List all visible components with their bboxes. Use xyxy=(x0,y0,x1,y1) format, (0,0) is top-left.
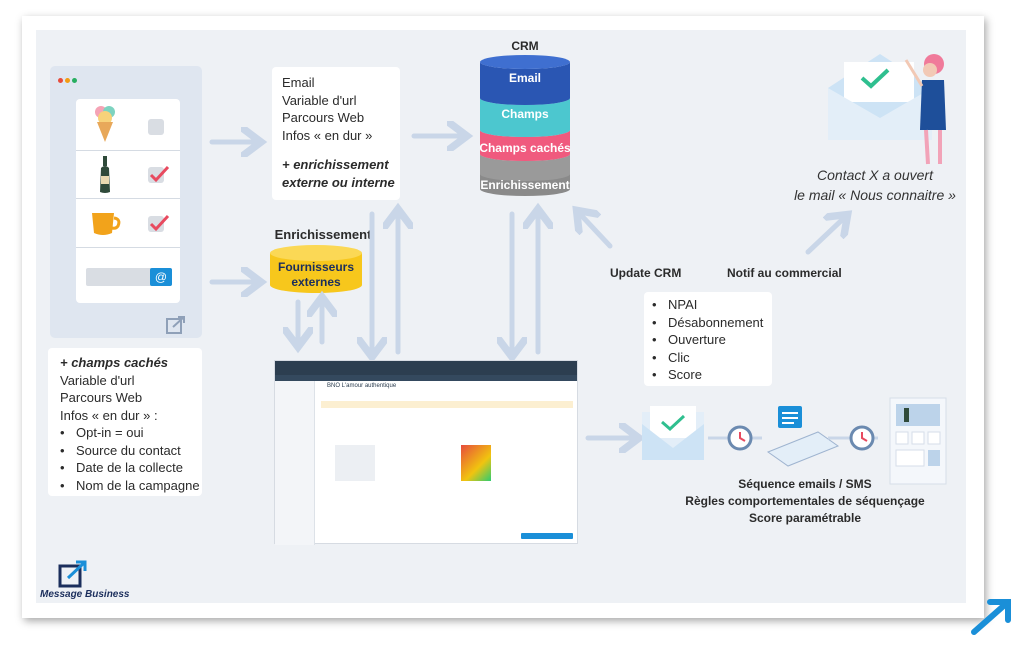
wine-bottle-icon xyxy=(100,156,110,193)
at-sign-icon: @ xyxy=(150,268,172,286)
data-source-item: Variable d'url xyxy=(282,92,357,108)
list-item: Score xyxy=(652,366,763,384)
notif-commercial: Notif au commercial xyxy=(727,266,842,280)
extra-field: Variable d'url xyxy=(60,372,135,388)
list-item: NPAI xyxy=(652,296,763,314)
list-item: Date de la collecte xyxy=(60,459,200,477)
logo-text: Message Business xyxy=(40,589,130,600)
providers-label: Fournisseurs externes xyxy=(277,260,355,289)
crm-layer-enrichissement: Enrichissement xyxy=(480,178,569,192)
ice-cream-icon xyxy=(95,106,115,142)
app-topbar xyxy=(275,361,577,375)
hidden-fields-title: + champs cachés xyxy=(60,355,169,370)
data-source-item: Email xyxy=(282,75,315,90)
hidden-fields-list: Opt-in = oui Source du contact Date de l… xyxy=(60,424,200,494)
message-business-logo-icon xyxy=(58,560,87,588)
extra-field: Infos « en dur » : xyxy=(60,407,158,423)
data-sources-card xyxy=(272,67,400,200)
app-action-button[interactable] xyxy=(521,533,573,539)
enrichment-title: Enrichissement xyxy=(274,227,372,242)
data-sources-block: Email Variable d'url Parcours Web Infos … xyxy=(282,74,400,191)
list-item: Source du contact xyxy=(60,442,200,460)
opened-envelope-illustration xyxy=(828,54,946,165)
enrichment-note: + enrichissement xyxy=(282,157,389,172)
app-sidebar xyxy=(275,381,315,545)
app-menubar xyxy=(275,375,577,381)
list-item: Clic xyxy=(652,349,763,367)
enrichment-note: externe ou interne xyxy=(282,174,395,190)
list-item: Ouverture xyxy=(652,331,763,349)
checkbox-empty[interactable] xyxy=(148,119,164,135)
crm-layer-champs-caches: Champs cachés xyxy=(479,141,571,155)
checkbox-checked[interactable] xyxy=(148,214,170,232)
extra-field: Parcours Web xyxy=(60,390,143,405)
corner-arrow-icon xyxy=(971,599,1011,635)
sequence-illustration xyxy=(642,397,947,485)
data-source-item: Infos « en dur » xyxy=(282,127,373,143)
browser-window: @ xyxy=(50,66,202,338)
message-business-small-icon xyxy=(166,316,185,334)
crm-stack: Email Champs Champs cachés Enrichissemen… xyxy=(479,55,571,196)
app-heatmap xyxy=(461,445,491,481)
list-item: Désabonnement xyxy=(652,314,763,332)
list-item: Nom de la campagne xyxy=(60,477,200,495)
arrow-to-contact xyxy=(805,218,844,255)
update-crm-list: NPAI Désabonnement Ouverture Clic Score xyxy=(652,296,763,384)
list-item: Opt-in = oui xyxy=(60,424,200,442)
app-warning-bar xyxy=(321,401,573,408)
coffee-cup-icon xyxy=(92,213,121,235)
checkbox-checked[interactable] xyxy=(148,165,170,183)
crm-layer-email: Email xyxy=(509,71,541,85)
providers-cylinder xyxy=(270,245,362,293)
app-screenshot: BNO L'amour authentique xyxy=(274,360,578,545)
arrow-update-crm xyxy=(580,214,613,249)
update-crm-title: Update CRM xyxy=(610,266,682,280)
hidden-fields-block: + champs cachés Variable d'url Parcours … xyxy=(60,354,200,494)
data-source-item: Parcours Web xyxy=(282,110,365,125)
browser-dots xyxy=(58,70,77,88)
sequence-caption: Séquence emails / SMS Règles comportemen… xyxy=(685,477,925,525)
crm-layer-champs: Champs xyxy=(501,107,549,121)
crm-title: CRM xyxy=(511,39,539,53)
contact-open-caption: Contact X a ouvert le mail « Nous connai… xyxy=(794,167,956,203)
app-title: BNO L'amour authentique xyxy=(327,383,397,389)
app-calendar xyxy=(335,445,375,481)
